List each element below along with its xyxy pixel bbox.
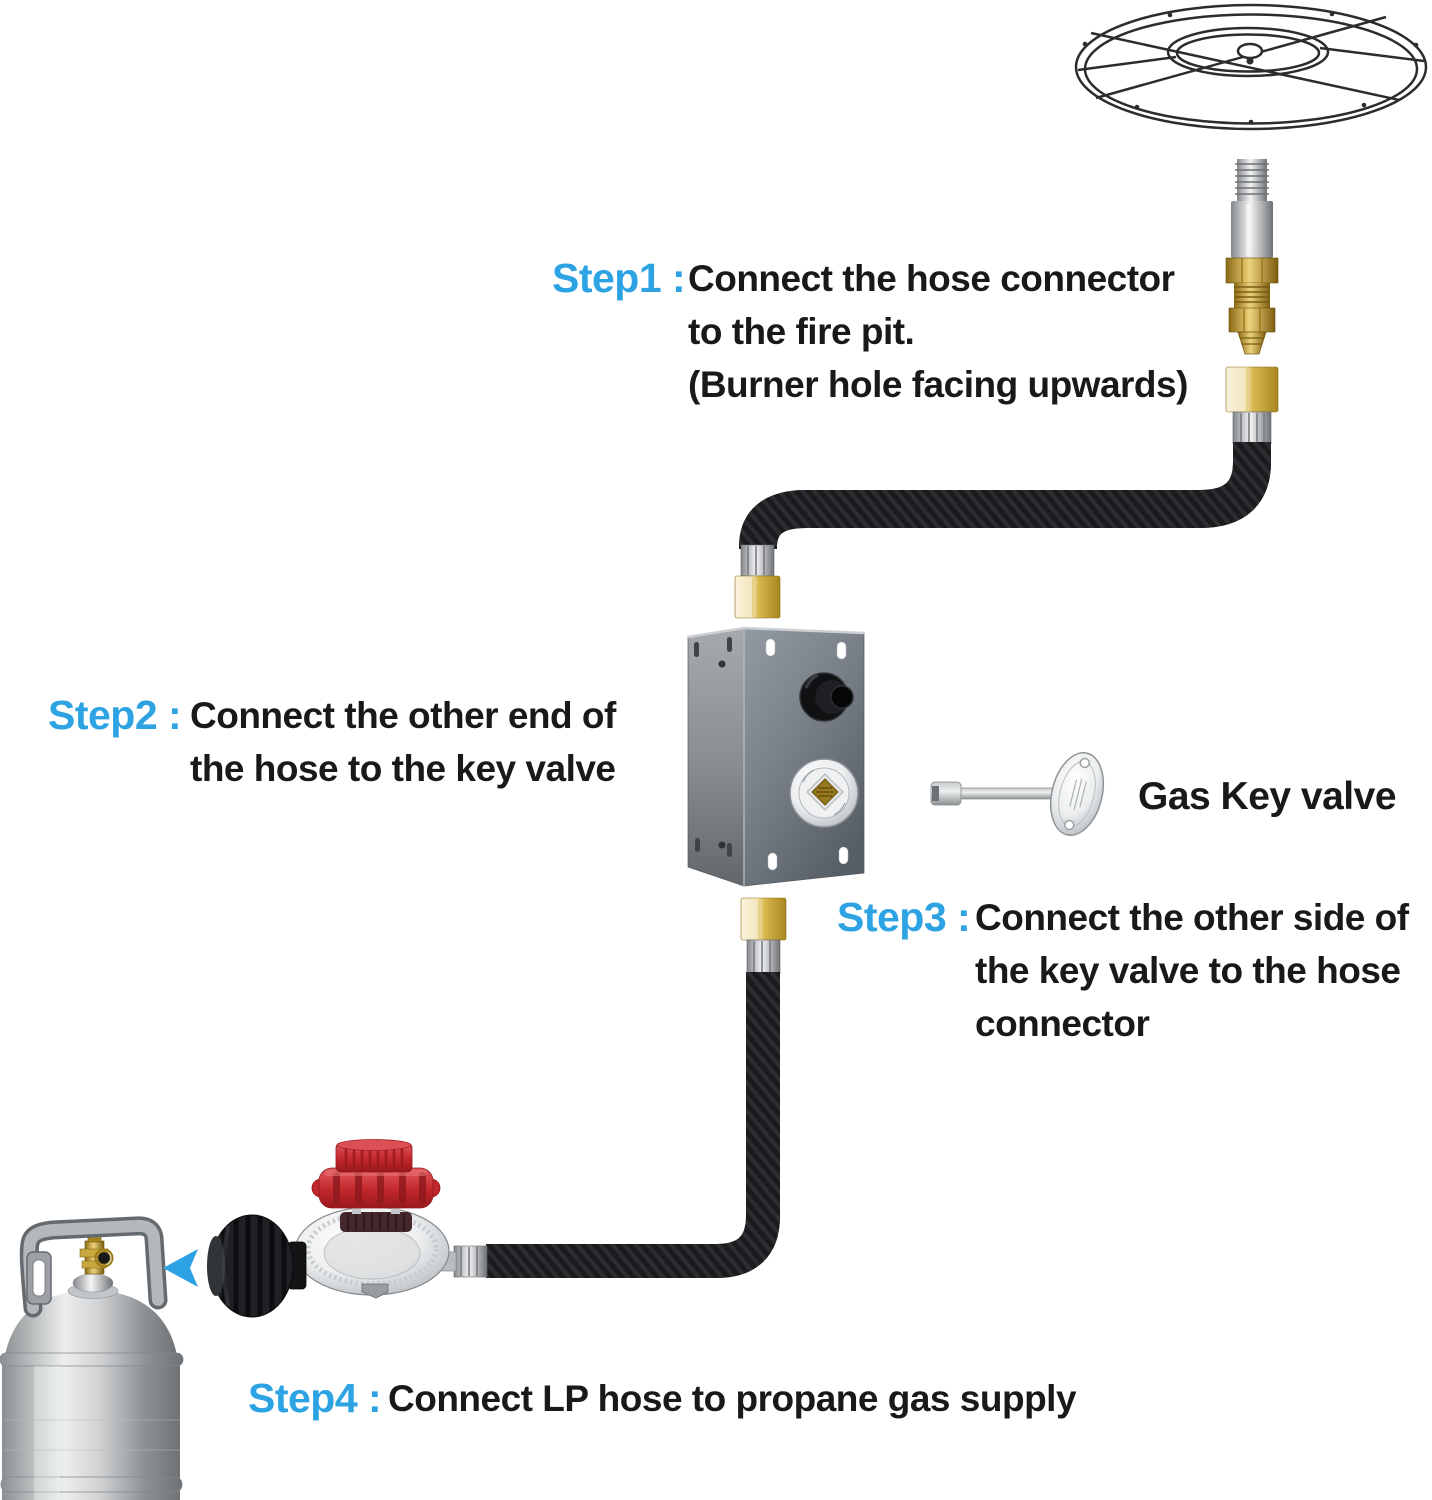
step4-text: Connect LP hose to propane gas supply [388, 1372, 1077, 1425]
step1-label: Step1 : [552, 255, 686, 301]
lower-hose-end-fitting [740, 897, 787, 975]
key-valve-socket [789, 758, 859, 828]
step4-annotation: Step4 : Connect LP hose to propane gas s… [248, 1372, 1077, 1425]
step1-line2: to the fire pit. [688, 311, 915, 352]
tank-valve [67, 1233, 119, 1299]
step3-line1: Connect the other side of [975, 897, 1409, 938]
hose-connector-assembly [1225, 159, 1279, 445]
step4-line1: Connect LP hose to propane gas supply [388, 1378, 1077, 1419]
step2-line1: Connect the other end of [190, 695, 616, 736]
step1-line1: Connect the hose connector [688, 258, 1175, 299]
propane-tank [0, 1216, 184, 1500]
step3-label: Step3 : [837, 894, 971, 940]
step2-text: Connect the other end of the hose to the… [190, 689, 616, 795]
step2-annotation: Step2 : Connect the other end of the hos… [48, 689, 616, 795]
step2-label: Step2 : [48, 692, 182, 738]
step3-line2: the key valve to the hose [975, 950, 1401, 991]
mounting-slots [694, 637, 849, 871]
step3-text: Connect the other side of the key valve … [975, 891, 1409, 1050]
step3-annotation: Step3 : Connect the other side of the ke… [837, 891, 1409, 1050]
upper-hose-end-fitting [734, 544, 781, 619]
step4-label: Step4 : [248, 1375, 382, 1421]
step3-line3: connector [975, 1003, 1150, 1044]
gas-hose-lower [486, 972, 780, 1278]
regulator-red-knob [311, 1139, 441, 1209]
key-valve-box [687, 626, 865, 887]
gas-key-valve-label: Gas Key valve [1138, 775, 1397, 818]
step2-line2: the hose to the key valve [190, 748, 616, 789]
tank-handle [19, 1216, 168, 1318]
qcc-tank-connector [207, 1214, 307, 1318]
connection-arrow [163, 1249, 198, 1287]
gas-hose-upper [739, 442, 1271, 549]
propane-regulator [289, 1139, 488, 1299]
gas-key [930, 752, 1105, 836]
air-mixer-knob [799, 672, 854, 722]
step1-line3: (Burner hole facing upwards) [688, 364, 1188, 405]
step1-annotation: Step1 : Connect the hose connector to th… [552, 252, 1188, 411]
fire-pit-burner-ring [1074, 3, 1428, 131]
step1-text: Connect the hose connector to the fire p… [688, 252, 1188, 411]
